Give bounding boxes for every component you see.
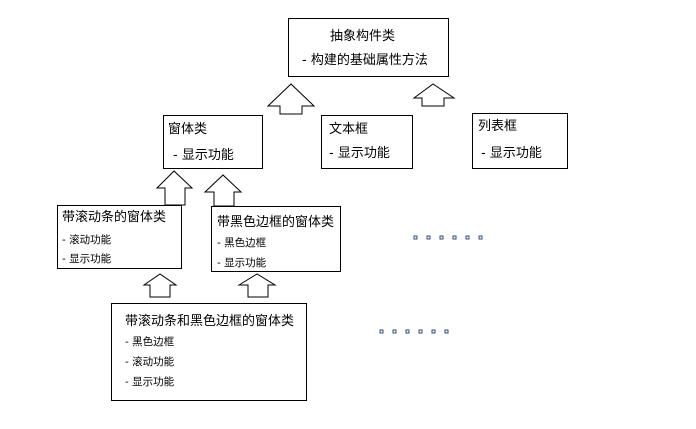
node-item: - 构建的基础属性方法: [302, 53, 428, 68]
arrow-combined-to-scroll-window: [142, 273, 178, 298]
node-title: 抽象构件类: [330, 29, 396, 44]
node-item: - 显示功能: [481, 146, 542, 161]
node-item: - 显示功能: [62, 253, 112, 265]
ellipsis-dot: [452, 235, 457, 240]
ellipsis-dot: [439, 235, 444, 240]
ellipsis-row-1: [413, 235, 483, 240]
node-item: - 显示功能: [173, 148, 234, 163]
node-abstract-component: 抽象构件类 - 构建的基础属性方法: [288, 18, 449, 77]
node-title: 带黑色边框的窗体类: [217, 215, 335, 230]
ellipsis-dot: [392, 329, 397, 334]
arrow-window-to-abstract: [266, 83, 316, 115]
arrow-combined-to-border-window: [237, 273, 277, 298]
node-title: 列表框: [478, 119, 518, 134]
node-border-window: 带黑色边框的窗体类 - 黑色边框 - 显示功能: [211, 206, 341, 272]
node-item: - 滚动功能: [62, 234, 112, 246]
ellipsis-dot: [379, 329, 384, 334]
node-item: - 显示功能: [217, 257, 267, 269]
node-item: - 滚动功能: [125, 356, 175, 368]
ellipsis-row-2: [379, 329, 449, 334]
ellipsis-dot: [444, 329, 449, 334]
arrow-textbox-to-abstract: [412, 83, 456, 107]
arrow-border-window-to-window: [203, 174, 243, 207]
node-item: - 黑色边框: [217, 237, 267, 249]
node-title: 窗体类: [168, 122, 208, 137]
ellipsis-dot: [413, 235, 418, 240]
ellipsis-dot: [418, 329, 423, 334]
node-title: 带滚动条和黑色边框的窗体类: [125, 314, 295, 329]
node-window: 窗体类 - 显示功能: [163, 115, 263, 169]
node-title: 文本框: [329, 122, 369, 137]
ellipsis-dot: [465, 235, 470, 240]
node-item: - 显示功能: [329, 146, 390, 161]
ellipsis-dot: [405, 329, 410, 334]
ellipsis-dot: [478, 235, 483, 240]
ellipsis-dot: [426, 235, 431, 240]
node-scroll-window: 带滚动条的窗体类 - 滚动功能 - 显示功能: [57, 205, 182, 269]
node-textbox: 文本框 - 显示功能: [321, 115, 413, 169]
node-item: - 显示功能: [125, 376, 175, 388]
node-item: - 黑色边框: [125, 336, 175, 348]
node-listbox: 列表框 - 显示功能: [472, 113, 568, 169]
node-title: 带滚动条的窗体类: [62, 210, 167, 225]
arrow-scroll-window-to-window: [155, 170, 194, 206]
node-scroll-border-window: 带滚动条和黑色边框的窗体类 - 黑色边框 - 滚动功能 - 显示功能: [111, 303, 307, 401]
ellipsis-dot: [431, 329, 436, 334]
